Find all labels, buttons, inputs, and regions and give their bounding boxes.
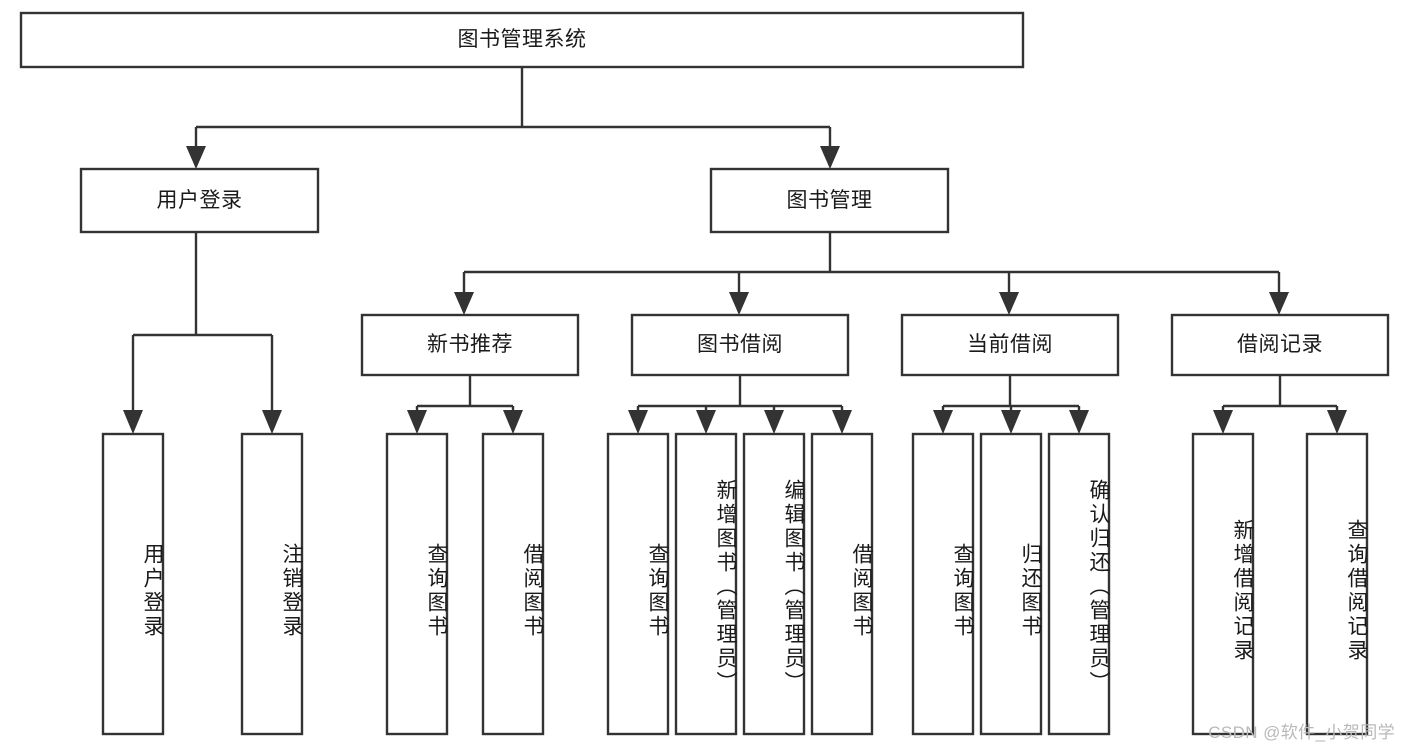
leaf-box-current-confirm[interactable]: [1047, 432, 1111, 736]
node-current-box[interactable]: [900, 313, 1120, 377]
node-user-login-box[interactable]: [79, 167, 320, 234]
arrow-head-icon-newbook: [454, 292, 474, 315]
leaf-box-borrow-lend[interactable]: [810, 432, 874, 736]
leaf-box-record-add[interactable]: [1191, 432, 1255, 736]
arrow-head-icon-leaf-logout: [262, 410, 282, 434]
node-newbook-box[interactable]: [360, 313, 580, 377]
arrow-head-icon-user-login: [186, 146, 206, 169]
arrow-head-icon-borrow-leaf3: [764, 410, 784, 434]
arrow-head-icon-newbook-leaf1: [407, 410, 427, 434]
arrow-head-icon-borrow-leaf4: [832, 410, 852, 434]
arrow-head-icon-borrow-leaf1: [628, 410, 648, 434]
node-book-mgmt-box[interactable]: [709, 167, 950, 234]
arrow-head-icon-current-leaf3: [1069, 410, 1089, 434]
arrow-head-icon-record-leaf2: [1327, 410, 1347, 434]
leaf-box-current-query[interactable]: [911, 432, 975, 736]
node-borrow-box[interactable]: [630, 313, 850, 377]
leaf-box-current-return[interactable]: [979, 432, 1043, 736]
arrow-head-icon-current: [999, 292, 1019, 315]
arrow-head-icon-record-leaf1: [1213, 410, 1233, 434]
arrow-head-icon-leaf-user-login: [123, 410, 143, 434]
leaf-box-record-query[interactable]: [1305, 432, 1369, 736]
arrow-head-icon-book-mgmt: [820, 146, 840, 169]
leaf-box-borrow-edit[interactable]: [742, 432, 806, 736]
arrow-head-icon-borrow: [729, 292, 749, 315]
arrow-head-icon-current-leaf1: [933, 410, 953, 434]
arrow-head-icon-newbook-leaf2: [503, 410, 523, 434]
leaf-box-logout[interactable]: [240, 432, 304, 736]
leaf-box-borrow-add[interactable]: [674, 432, 738, 736]
node-record-box[interactable]: [1170, 313, 1390, 377]
leaf-box-newbook-query[interactable]: [385, 432, 449, 736]
leaf-box-newbook-borrow[interactable]: [481, 432, 545, 736]
arrow-head-icon-record: [1269, 292, 1289, 315]
arrow-head-icon-current-leaf2: [1001, 410, 1021, 434]
node-root-box[interactable]: [19, 11, 1025, 69]
arrow-head-icon-borrow-leaf2: [696, 410, 716, 434]
leaf-box-user-login[interactable]: [101, 432, 165, 736]
leaf-box-borrow-query[interactable]: [606, 432, 670, 736]
